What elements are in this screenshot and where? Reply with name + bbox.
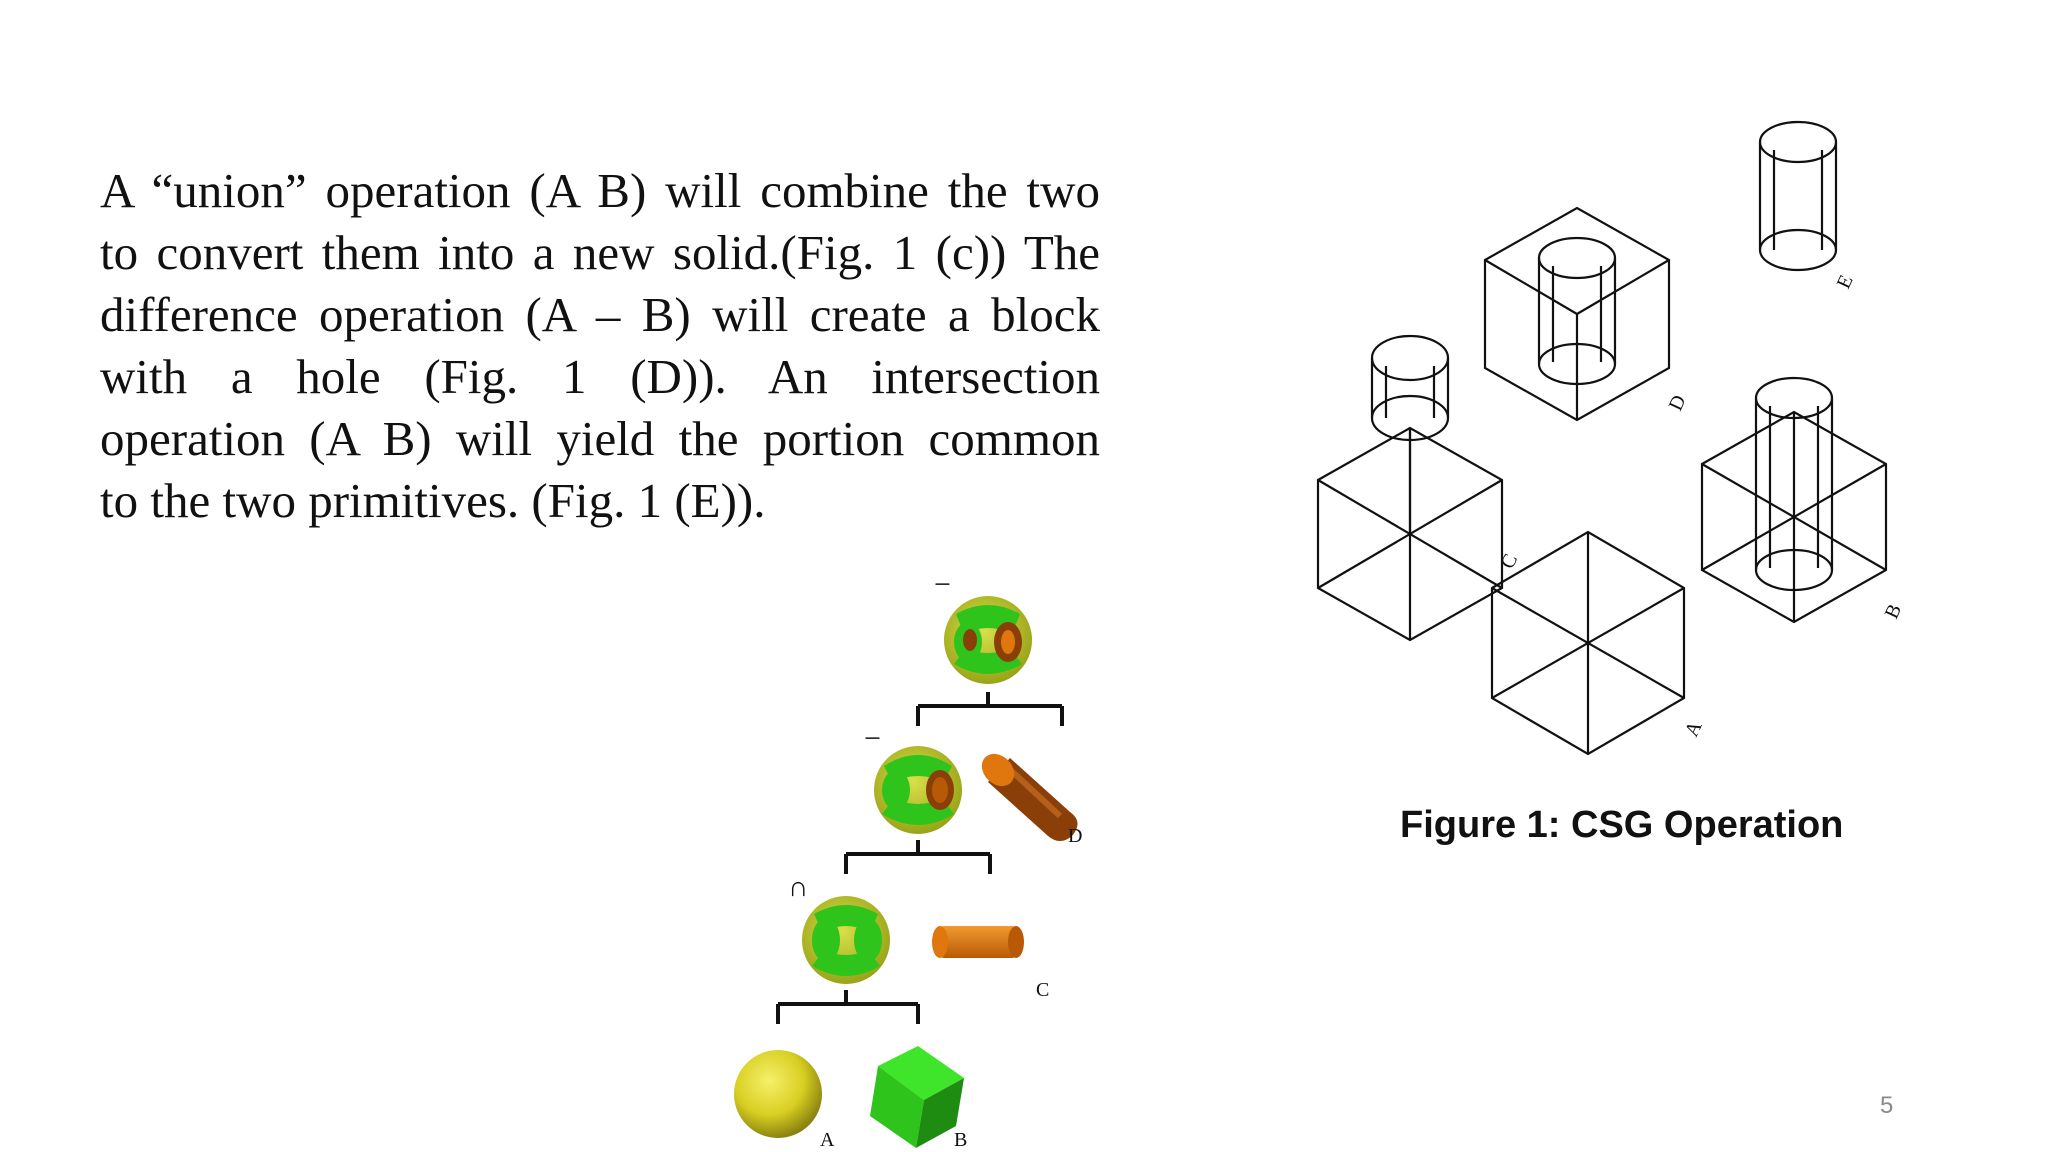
figure-caption: Figure 1: CSG Operation: [1400, 804, 1844, 846]
wireframe-cube-d: [1483, 206, 1671, 422]
tree-connector-middle: [844, 840, 992, 874]
paragraph-line: to convert them into a new solid.(Fig. 1…: [100, 225, 1100, 280]
tree-label-a: A: [820, 1129, 835, 1151]
paragraph-line: to the two primitives. (Fig. 1 (E)).: [100, 473, 766, 528]
wireframe-csg-figure: C D E B A: [1316, 120, 1907, 756]
body-paragraph: A “union” operation (A B) will combine t…: [100, 160, 1100, 532]
wireframe-label-c: C: [1497, 551, 1523, 572]
page-number: 5: [1880, 1092, 1894, 1119]
wireframe-label-d: D: [1665, 392, 1691, 414]
csg-tree-figure: − − D ∩: [734, 568, 1082, 1151]
tree-top-result-object: [944, 596, 1032, 684]
wireframe-label-b: B: [1881, 601, 1907, 622]
wireframe-label-e: E: [1833, 272, 1858, 292]
wireframe-label-a: A: [1681, 717, 1707, 740]
tree-lower-result-object: [802, 896, 890, 984]
tree-operator-top: −: [934, 568, 951, 601]
tree-middle-result-object: [874, 746, 962, 834]
tree-label-c: C: [1036, 979, 1049, 1001]
tree-sphere-a: [734, 1050, 822, 1138]
wireframe-cylinder-e: [1758, 120, 1838, 272]
paragraph-line: operation (A B) will yield the portion c…: [100, 411, 1100, 466]
tree-label-b: B: [954, 1129, 967, 1151]
tree-connector-lower: [776, 990, 920, 1024]
wireframe-cube-a: [1490, 530, 1686, 756]
tree-cylinder-c: [932, 926, 1024, 958]
paragraph-line: A “union” operation (A B) will combine t…: [100, 163, 1100, 218]
tree-cube-b: [870, 1046, 964, 1148]
tree-connector-top: [916, 692, 1064, 726]
tree-cylinder-d: [981, 753, 1078, 841]
wireframe-cube-c: [1316, 334, 1504, 642]
tree-operator-lower: ∩: [788, 872, 808, 903]
paragraph-line: difference operation (A – B) will create…: [100, 287, 1100, 342]
tree-label-d: D: [1068, 825, 1082, 847]
wireframe-cube-b: [1700, 376, 1888, 624]
paragraph-line: with a hole (Fig. 1 (D)). An intersectio…: [100, 349, 1100, 404]
tree-operator-middle: −: [864, 722, 881, 755]
